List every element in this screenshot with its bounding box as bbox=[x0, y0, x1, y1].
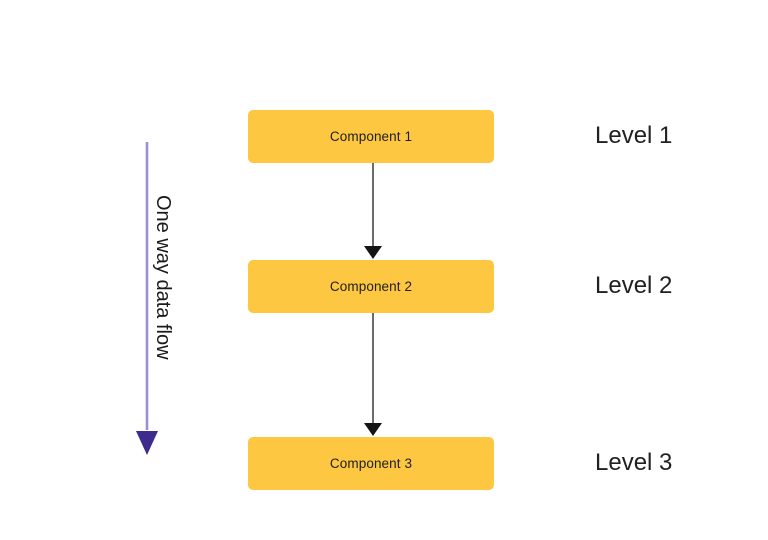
connector-component1-to-component2 bbox=[364, 163, 382, 259]
component-box-label: Component 2 bbox=[329, 279, 413, 294]
arrowhead-icon bbox=[364, 423, 382, 436]
level-label-1: Level 1 bbox=[595, 122, 673, 149]
level-label-3: Level 3 bbox=[595, 449, 673, 476]
component-box-label: Component 1 bbox=[329, 129, 413, 144]
connector-component2-to-component3 bbox=[364, 313, 382, 436]
component-box-label: Component 3 bbox=[329, 456, 413, 471]
one-way-data-flow-label: One way data flow bbox=[152, 195, 174, 360]
component-box-3[interactable]: Component 3 bbox=[248, 437, 494, 490]
component-box-2[interactable]: Component 2 bbox=[248, 260, 494, 313]
flow-arrow-head-icon bbox=[136, 431, 158, 455]
arrowhead-icon bbox=[364, 246, 382, 259]
component-box-1[interactable]: Component 1 bbox=[248, 110, 494, 163]
level-label-2: Level 2 bbox=[595, 272, 673, 299]
